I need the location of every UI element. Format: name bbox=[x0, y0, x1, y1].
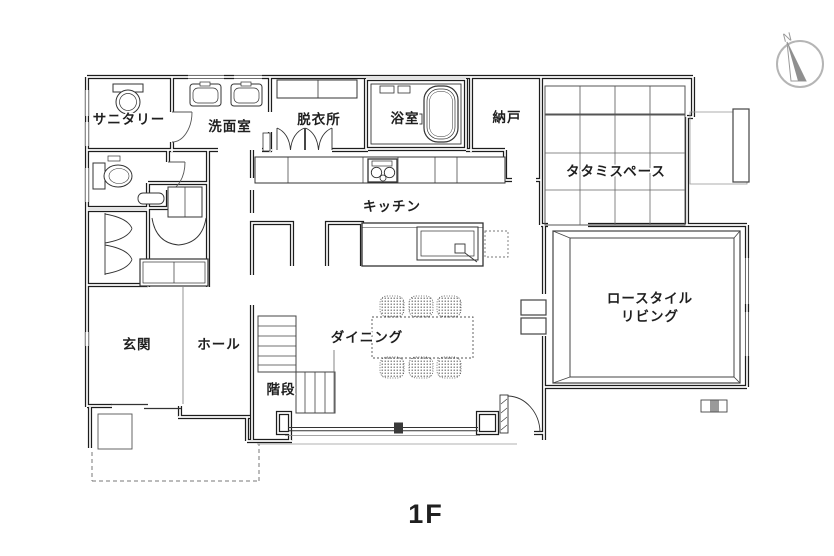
washroom-sinks-icon bbox=[189, 81, 263, 107]
compass-icon: N bbox=[776, 29, 824, 88]
room-label-dining: ダイニング bbox=[331, 329, 404, 345]
living-step-box bbox=[520, 299, 547, 335]
sunken-living-frame bbox=[552, 230, 741, 384]
sanitary-basin-icon bbox=[112, 83, 144, 115]
kitchen-counter bbox=[254, 156, 506, 184]
room-label-washroom: 洗面室 bbox=[208, 118, 252, 134]
entrance-sliding-door bbox=[111, 403, 181, 410]
room-label-bathroom: 浴室 bbox=[391, 110, 420, 126]
dining-set bbox=[371, 295, 474, 379]
room-labels: サニタリー 洗面室 脱衣所 浴室 納戸 タタミスペース キッチン ロースタイル … bbox=[91, 108, 693, 399]
room-label-living-line2: リビング bbox=[621, 308, 679, 324]
living-south-step bbox=[700, 399, 728, 413]
stairs-area bbox=[257, 315, 336, 414]
sanitary-door-arc bbox=[171, 111, 193, 143]
toilet-door-arc bbox=[167, 161, 186, 191]
room-label-dressing-room: 脱衣所 bbox=[297, 111, 341, 127]
room-label-kitchen: キッチン bbox=[363, 199, 421, 214]
dressing-room-doors bbox=[262, 127, 333, 152]
tatami-space-area bbox=[544, 85, 686, 226]
room-label-storage: 納戸 bbox=[493, 109, 522, 125]
left-wall-windows bbox=[84, 90, 90, 346]
bathroom-fixtures bbox=[370, 83, 462, 145]
shoe-closet bbox=[139, 186, 209, 287]
room-label-tatami-space: タタミスペース bbox=[566, 164, 666, 179]
bathtub-icon bbox=[423, 85, 459, 143]
room-label-entrance: 玄関 bbox=[123, 336, 152, 352]
toilet-icon bbox=[92, 155, 165, 205]
dining-sliding-window bbox=[257, 422, 517, 445]
compass-n-label: N bbox=[781, 29, 794, 45]
dressing-room-cabinet bbox=[276, 79, 358, 99]
sic-doors bbox=[151, 217, 207, 246]
shoe-bench bbox=[139, 258, 209, 287]
island-sink-icon bbox=[416, 226, 479, 263]
washroom-top-windows bbox=[188, 74, 262, 80]
kitchen-island bbox=[361, 222, 484, 267]
dining-table bbox=[371, 316, 474, 359]
floor-label: 1F bbox=[408, 499, 444, 529]
deck-area bbox=[689, 108, 750, 185]
room-label-sanitary: サニタリー bbox=[93, 112, 166, 127]
room-label-hall: ホール bbox=[197, 337, 241, 352]
dining-chairs bbox=[379, 295, 462, 379]
refrigerator-space bbox=[484, 230, 509, 258]
entrance-porch bbox=[91, 413, 260, 482]
window-symbols bbox=[84, 74, 750, 356]
stove-icon bbox=[367, 158, 398, 183]
living-side-windows bbox=[744, 258, 750, 356]
room-label-living-line1: ロースタイル bbox=[607, 291, 693, 306]
room-label-stairs: 階段 bbox=[267, 381, 296, 397]
entrance-closet-doors bbox=[104, 213, 133, 275]
terrace-door bbox=[499, 394, 541, 434]
